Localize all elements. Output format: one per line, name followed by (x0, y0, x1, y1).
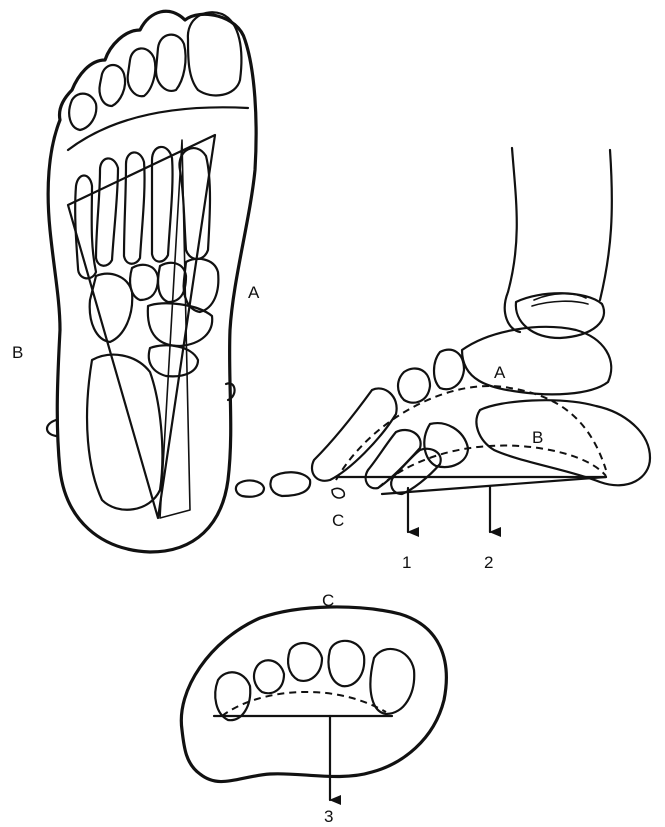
arrow-label-2: 2 (484, 553, 493, 572)
fourth-toe (100, 65, 126, 106)
talus (462, 327, 611, 394)
lateral-arch-triangle (160, 140, 190, 518)
cuneiform-lateral (130, 265, 158, 300)
metatarsal-side-3 (391, 449, 441, 494)
lateral-longitudinal-arch (378, 446, 606, 488)
arrow-label-1: 1 (402, 553, 411, 572)
third-toe (128, 48, 156, 96)
arrow-label-3: 3 (324, 807, 333, 826)
second-toe (156, 35, 186, 91)
lateral-bump (47, 420, 56, 436)
bone-section-1 (215, 672, 250, 720)
fifth-toe (69, 94, 96, 130)
calcaneus (87, 355, 162, 510)
malleolus (516, 293, 604, 338)
transverse-arch (222, 692, 386, 716)
bone-section-4 (329, 641, 365, 686)
cuneiform-middle (158, 263, 186, 302)
cuneiform-side-1 (398, 368, 430, 402)
section-outline (181, 607, 446, 782)
section-label-c: C (322, 591, 334, 610)
sole-outline (48, 11, 256, 552)
bone-section-2 (254, 660, 284, 693)
cuboid-side (424, 423, 468, 467)
plantar-label-b: B (12, 343, 23, 362)
proximal-phalanx (270, 472, 310, 496)
leg-posterior (600, 150, 612, 300)
metatarsal-side-1 (312, 388, 397, 480)
distal-phalanx (236, 481, 264, 497)
navicular (148, 303, 212, 346)
talus-head (149, 345, 198, 376)
medial-label-a: A (494, 363, 506, 382)
plantar-foot-view (47, 11, 256, 552)
leg-anterior (505, 148, 520, 332)
metatarsal-4 (96, 158, 118, 265)
sesamoid (332, 488, 344, 498)
transverse-section (181, 607, 446, 800)
bone-section-5 (370, 649, 414, 714)
cuboid (90, 274, 133, 342)
navicular-side (434, 350, 464, 389)
plantar-label-a: A (248, 283, 260, 302)
big-toe (188, 12, 242, 95)
calcaneus-side (476, 400, 650, 485)
bone-section-3 (288, 643, 322, 681)
medial-foot-view (236, 148, 650, 532)
medial-label-c: C (332, 511, 344, 530)
medial-label-b: B (532, 428, 543, 447)
